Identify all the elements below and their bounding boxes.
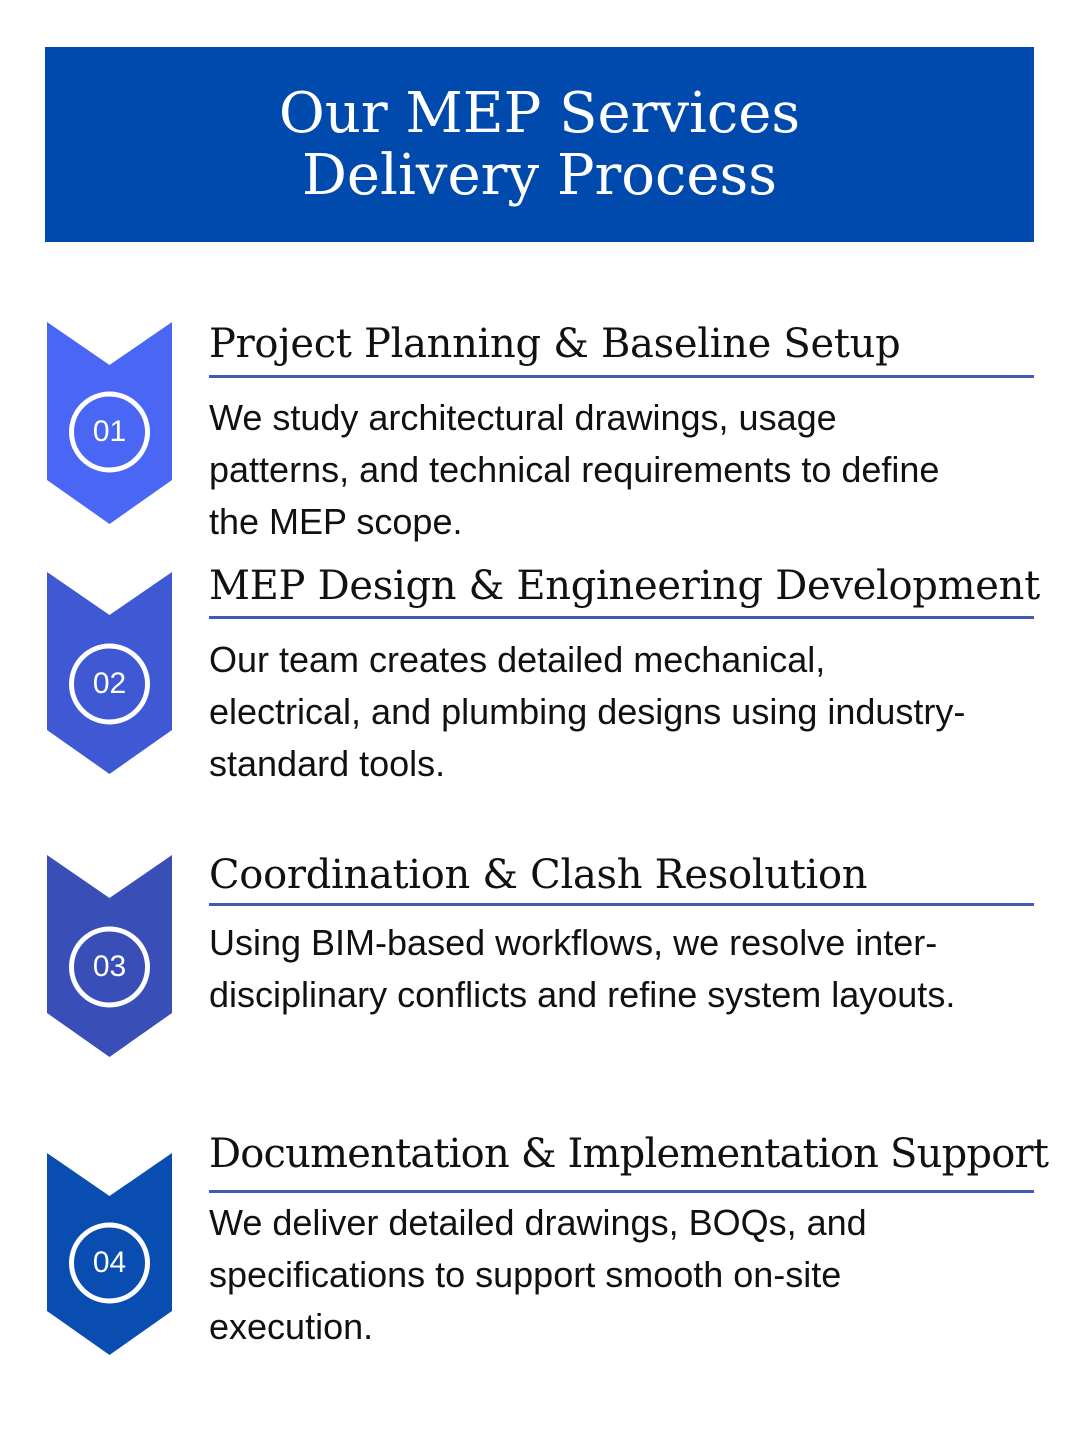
step-title: Documentation & Implementation Support [209, 1131, 1049, 1177]
header-banner: Our MEP Services Delivery Process [45, 47, 1034, 242]
title-underline [209, 616, 1034, 619]
chevron-shape [47, 322, 172, 524]
title-underline [209, 1190, 1034, 1193]
description-line: execution. [209, 1306, 374, 1347]
description-line: disciplinary conflicts and refine system… [209, 974, 956, 1015]
chevron-badge: 04 [47, 1153, 172, 1355]
step-description: We study architectural drawings, usage p… [209, 392, 1039, 548]
title-underline [209, 903, 1034, 906]
number-ring [69, 391, 150, 473]
page-title-line-1: Our MEP Services [278, 80, 801, 146]
number-ring [69, 643, 150, 725]
chevron-badge: 03 [47, 855, 172, 1057]
description-line: the MEP scope. [209, 501, 463, 542]
step-number: 04 [92, 1246, 127, 1279]
number-ring [69, 926, 150, 1008]
page-title-line-2: Delivery Process [302, 142, 777, 208]
chevron-shape [47, 855, 172, 1057]
description-line: electrical, and plumbing designs using i… [209, 691, 966, 732]
step-title: Coordination & Clash Resolution [209, 852, 868, 898]
number-ring [69, 1222, 150, 1304]
description-line: Using BIM-based workflows, we resolve in… [209, 922, 938, 963]
step-number: 03 [92, 950, 127, 983]
title-underline [209, 375, 1034, 378]
step-title: MEP Design & Engineering Development [209, 563, 1040, 609]
description-line: We study architectural drawings, usage [209, 397, 837, 438]
step-title: Project Planning & Baseline Setup [209, 321, 901, 367]
chevron-badge: 02 [47, 572, 172, 774]
step-number: 02 [92, 667, 127, 700]
chevron-shape [47, 1153, 172, 1355]
step-number: 01 [92, 415, 127, 448]
description-line: We deliver detailed drawings, BOQs, and [209, 1202, 867, 1243]
step-description: Using BIM-based workflows, we resolve in… [209, 917, 1039, 1021]
chevron-badge: 01 [47, 322, 172, 524]
chevron-shape [47, 572, 172, 774]
description-line: patterns, and technical requirements to … [209, 449, 940, 490]
step-description: We deliver detailed drawings, BOQs, and … [209, 1197, 1039, 1353]
description-line: specifications to support smooth on-site [209, 1254, 842, 1295]
step-description: Our team creates detailed mechanical, el… [209, 634, 1039, 790]
description-line: standard tools. [209, 743, 446, 784]
description-line: Our team creates detailed mechanical, [209, 639, 826, 680]
